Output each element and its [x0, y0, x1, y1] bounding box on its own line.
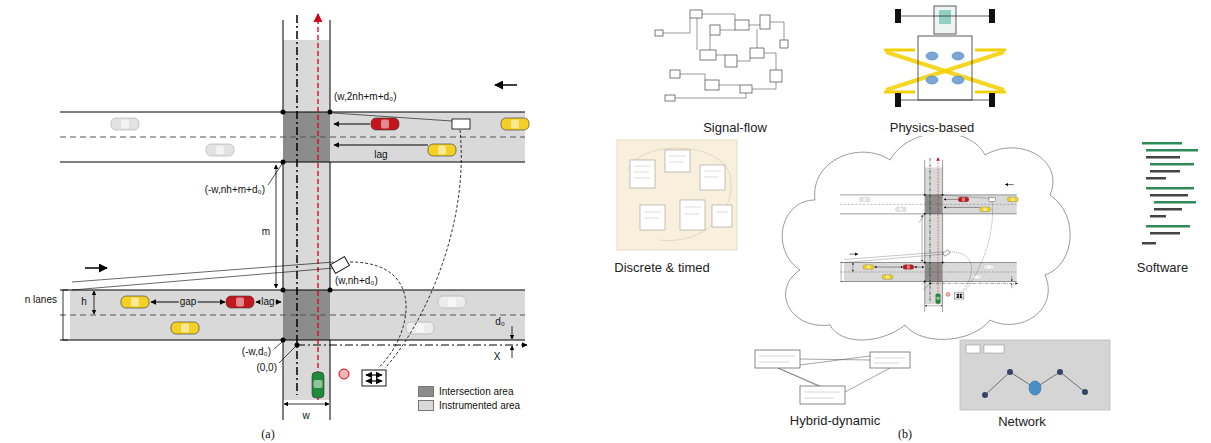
network-thumbnail: [960, 340, 1110, 410]
formalism-panel: Software: [1120, 138, 1205, 276]
legend-swatch: [418, 386, 434, 397]
mini-intersection: [840, 158, 1018, 312]
dimension-label: m: [261, 226, 271, 238]
coordinate-label: (w,nh+d₀): [334, 275, 379, 287]
legend-text: Intersection area: [439, 386, 514, 397]
lag-label: lag: [373, 149, 388, 161]
formalism-panel: Signal-flow: [650, 2, 820, 136]
formalism-label: Hybrid-dynamic: [788, 413, 882, 429]
dimension-label: h: [80, 296, 88, 308]
dimension-label: w: [301, 410, 310, 422]
hybrid-dynamic-thumbnail: [755, 350, 910, 404]
legend-swatch: [418, 400, 434, 411]
coordinate-label: (-w,d₀): [241, 346, 272, 358]
formalism-panel: Discrete & timed: [602, 138, 722, 276]
coordinate-label: (w,2nh+m+d₀): [333, 91, 398, 103]
formalism-label: Software: [1135, 260, 1190, 276]
formalism-label: Network: [996, 414, 1048, 430]
discrete-timed-thumbnail: [617, 140, 737, 250]
formalism-panel: Physics-based: [872, 2, 992, 136]
lag-label: lag: [260, 296, 275, 308]
coordinate-label: (0,0): [255, 362, 278, 374]
cloud-outline: [782, 133, 1070, 340]
legend: Intersection areaInstrumented area: [418, 384, 520, 412]
intersection-illustration: [60, 14, 529, 420]
panel-letter: (b): [897, 427, 913, 441]
axis-label: X: [493, 351, 502, 363]
legend-row: Instrumented area: [418, 398, 520, 412]
formalism-label: Discrete & timed: [612, 260, 711, 276]
coordinate-label: (-w,nh+m+d₀): [204, 184, 266, 196]
legend-text: Instrumented area: [439, 400, 520, 411]
dimension-label: d₀: [494, 316, 506, 328]
dimension-label: n lanes: [24, 294, 58, 306]
formalism-panel: Hybrid-dynamic: [750, 343, 920, 429]
formalism-label: Physics-based: [888, 120, 977, 136]
gap-label: gap: [179, 296, 198, 308]
signal-flow-thumbnail: [655, 10, 788, 101]
panel-letter: (a): [260, 427, 275, 441]
formalism-panel: Network: [952, 338, 1092, 430]
physics-based-thumbnail: [884, 6, 1006, 107]
legend-row: Intersection area: [418, 384, 520, 398]
formalism-label: Signal-flow: [701, 120, 769, 136]
software-thumbnail: [1142, 142, 1198, 245]
